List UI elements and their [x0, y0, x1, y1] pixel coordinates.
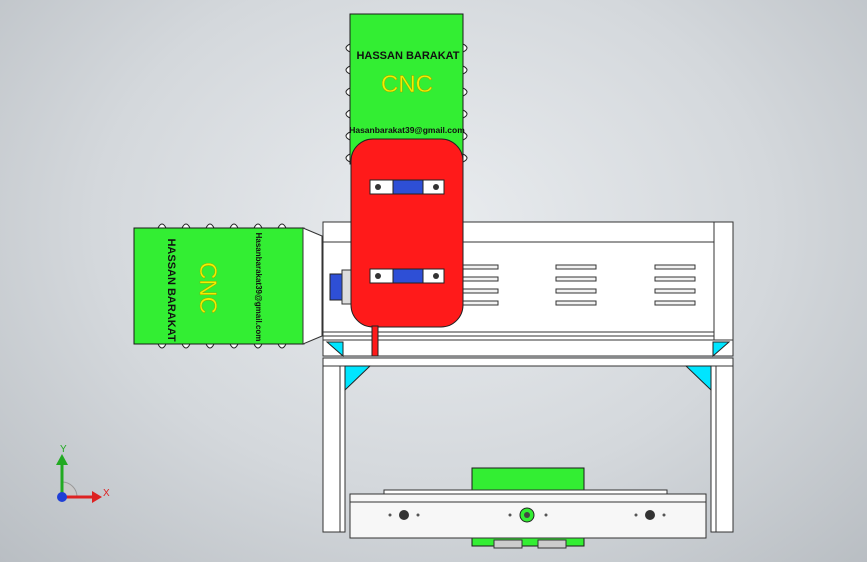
- red-carriage: [350, 138, 464, 357]
- gantry-rail: [322, 339, 734, 357]
- z-axis-dot: [57, 492, 67, 502]
- top-email-text: Hasanbarakat39@gmail.com: [349, 125, 465, 135]
- brace-right: [684, 365, 712, 392]
- axis-triad: Y X: [56, 444, 110, 503]
- x-axis-label: X: [103, 488, 110, 499]
- bed-holes: [388, 510, 666, 520]
- left-email-text: Hasanbarakat39@gmail.com: [254, 233, 263, 342]
- bearing-block-upper: [369, 179, 445, 195]
- base-frame-left-leg: [322, 357, 346, 533]
- brace-left: [344, 365, 372, 392]
- left-panel: HASSAN BARAKAT CNC Hasanbarakat39@gmail.…: [133, 223, 323, 349]
- left-cnc-logo: CNC: [194, 262, 221, 314]
- bearing-block-lower: [369, 268, 445, 284]
- left-brand-text: HASSAN BARAKAT: [165, 238, 177, 341]
- top-cnc-logo: CNC: [381, 71, 433, 98]
- base-frame-right-leg: [710, 357, 734, 533]
- top-brand-text: HASSAN BARAKAT: [356, 50, 459, 62]
- y-axis-label: Y: [60, 444, 67, 455]
